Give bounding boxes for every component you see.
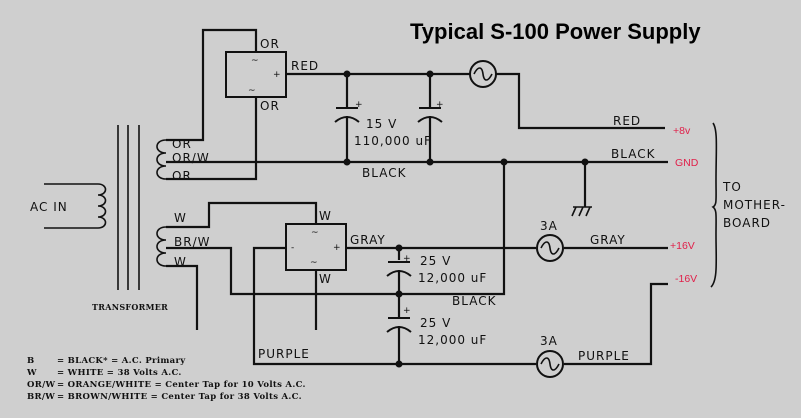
primary-coil-icon — [44, 183, 107, 229]
rectifier-lower-output-label: GRAY — [350, 233, 386, 247]
voltage-label-plus16: +16V — [670, 240, 695, 252]
voltage-label-gnd: GND — [675, 157, 699, 169]
legend-code: BR/W — [27, 392, 55, 402]
legend-code: B — [27, 356, 34, 366]
legend-text: = BROWN/WHITE = Center Tap for 38 Volts … — [57, 392, 302, 402]
voltage-label-plus8: +8v — [673, 125, 691, 137]
bridge-rectifier-upper: ~ + ~ — [225, 51, 287, 98]
wire-w-bottom — [166, 264, 199, 330]
wire-label-black-upper: BLACK — [362, 166, 407, 180]
cap1-polarity: + — [355, 100, 363, 110]
voltage-label-minus16: -16V — [675, 273, 697, 285]
transformer-label: TRANSFORMER — [92, 302, 168, 312]
wire-label-black-lower: BLACK — [452, 294, 497, 308]
rectifier-upper-output-label: RED — [291, 59, 319, 73]
legend-text: = WHITE = 38 Volts A.C. — [57, 368, 182, 378]
secondary-lower-coil-icon — [156, 226, 167, 267]
wire-red-output — [496, 72, 665, 130]
cap3-polarity: + — [403, 254, 411, 264]
wire-w-top — [166, 201, 318, 229]
transformer: AC IN TRANSFORMER — [30, 125, 168, 312]
cap4-polarity: + — [403, 306, 411, 316]
destination-line-1: TO — [722, 180, 742, 194]
wire-purple-output — [564, 282, 668, 366]
wire-or-top — [166, 28, 258, 142]
wire-color-legend: B = BLACK* = A.C. Primary W = WHITE = 38… — [26, 356, 306, 402]
cap-lower-b-voltage: 25 V — [420, 316, 451, 330]
tap-label-w-bottom: W — [174, 255, 187, 269]
cap2-curved-plate — [417, 116, 443, 123]
wire-purple — [252, 246, 400, 366]
fuse-gray-icon — [536, 234, 564, 262]
brace-icon — [710, 122, 718, 288]
legend-text: = BLACK* = A.C. Primary — [57, 356, 186, 366]
ac-symbol-icon: ~ — [311, 228, 319, 238]
output-wire-label-black: BLACK — [611, 147, 656, 161]
rectifier-lower-input-label: W — [319, 272, 332, 286]
cap-upper-capacitance: 110,000 uF — [354, 134, 432, 148]
rectifier-upper-input-label: OR — [260, 99, 280, 113]
cap2-polarity: + — [436, 100, 444, 110]
output-wire-label-gray: GRAY — [590, 233, 626, 247]
fuse-gray-rating: 3A — [540, 219, 558, 233]
ac-symbol-icon: ~ — [310, 258, 318, 268]
output-wire-label-red: RED — [613, 114, 641, 128]
fuse-purple-icon — [536, 350, 564, 378]
wire-br-w — [166, 246, 400, 296]
cap-lower-a-capacitance: 12,000 uF — [418, 271, 487, 285]
ac-symbol-icon: ~ — [251, 56, 259, 66]
wire-or-bottom — [166, 97, 258, 181]
secondary-upper-coil-icon — [156, 139, 167, 180]
destination-line-3: BOARD — [723, 216, 771, 230]
output-wire-label-purple: PURPLE — [578, 349, 630, 363]
legend-code: OR/W — [27, 380, 55, 390]
rectifier-upper-input-label: OR — [260, 37, 280, 51]
ac-in-label: AC IN — [30, 200, 68, 214]
cap-lower-b-capacitance: 12,000 uF — [418, 333, 487, 347]
cap-upper-voltage: 15 V — [366, 117, 397, 131]
rectifier-lower-input-label: W — [319, 209, 332, 223]
plus-symbol-icon: + — [333, 243, 341, 253]
diagram-title: Typical S-100 Power Supply — [410, 19, 701, 44]
tap-label-or-bottom: OR — [172, 169, 192, 183]
wire-label-purple-left: PURPLE — [258, 347, 310, 361]
ground-icon — [571, 162, 592, 217]
minus-symbol-icon: - — [291, 243, 294, 253]
bridge-rectifier-lower: - ~ + ~ — [285, 223, 347, 271]
tap-label-w-top: W — [174, 211, 187, 225]
legend-text: = ORANGE/WHITE = Center Tap for 10 Volts… — [57, 380, 306, 390]
fuse-upper-icon — [469, 60, 497, 88]
wire-black-center — [400, 162, 506, 296]
fuse-purple-rating: 3A — [540, 334, 558, 348]
tap-label-br-w: BR/W — [174, 235, 210, 249]
cap1-curved-plate — [334, 116, 360, 123]
destination-line-2: MOTHER- — [723, 198, 786, 212]
ac-symbol-icon: ~ — [248, 86, 256, 96]
legend-code: W — [26, 368, 37, 378]
cap-lower-a-voltage: 25 V — [420, 254, 451, 268]
plus-symbol-icon: + — [273, 70, 281, 80]
